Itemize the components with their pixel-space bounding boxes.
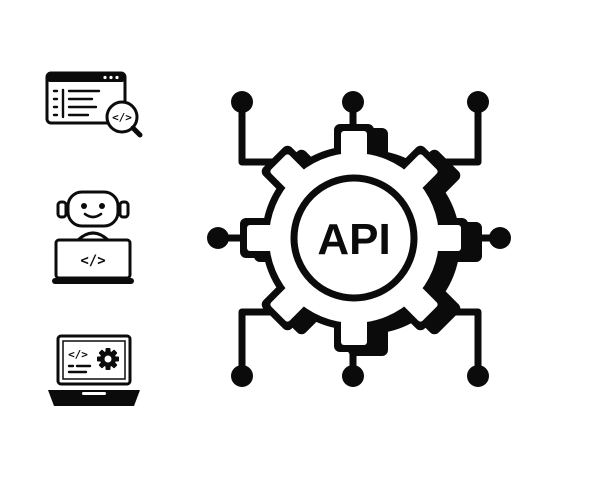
api-label: API <box>317 215 390 264</box>
code-glyph: </> <box>68 348 88 361</box>
code-glyph: </> <box>80 253 105 269</box>
laptop-code-gear-icon: </> <box>44 332 144 412</box>
circuit-nodes <box>207 91 511 387</box>
gear-icon: API <box>240 124 468 352</box>
api-gear-circuit-icon: API <box>200 80 530 400</box>
code-glyph: </> <box>112 111 132 124</box>
code-search-window-icon: </> <box>44 70 144 140</box>
robot-laptop-icon: </> <box>50 188 136 290</box>
gear-icon <box>97 348 119 370</box>
